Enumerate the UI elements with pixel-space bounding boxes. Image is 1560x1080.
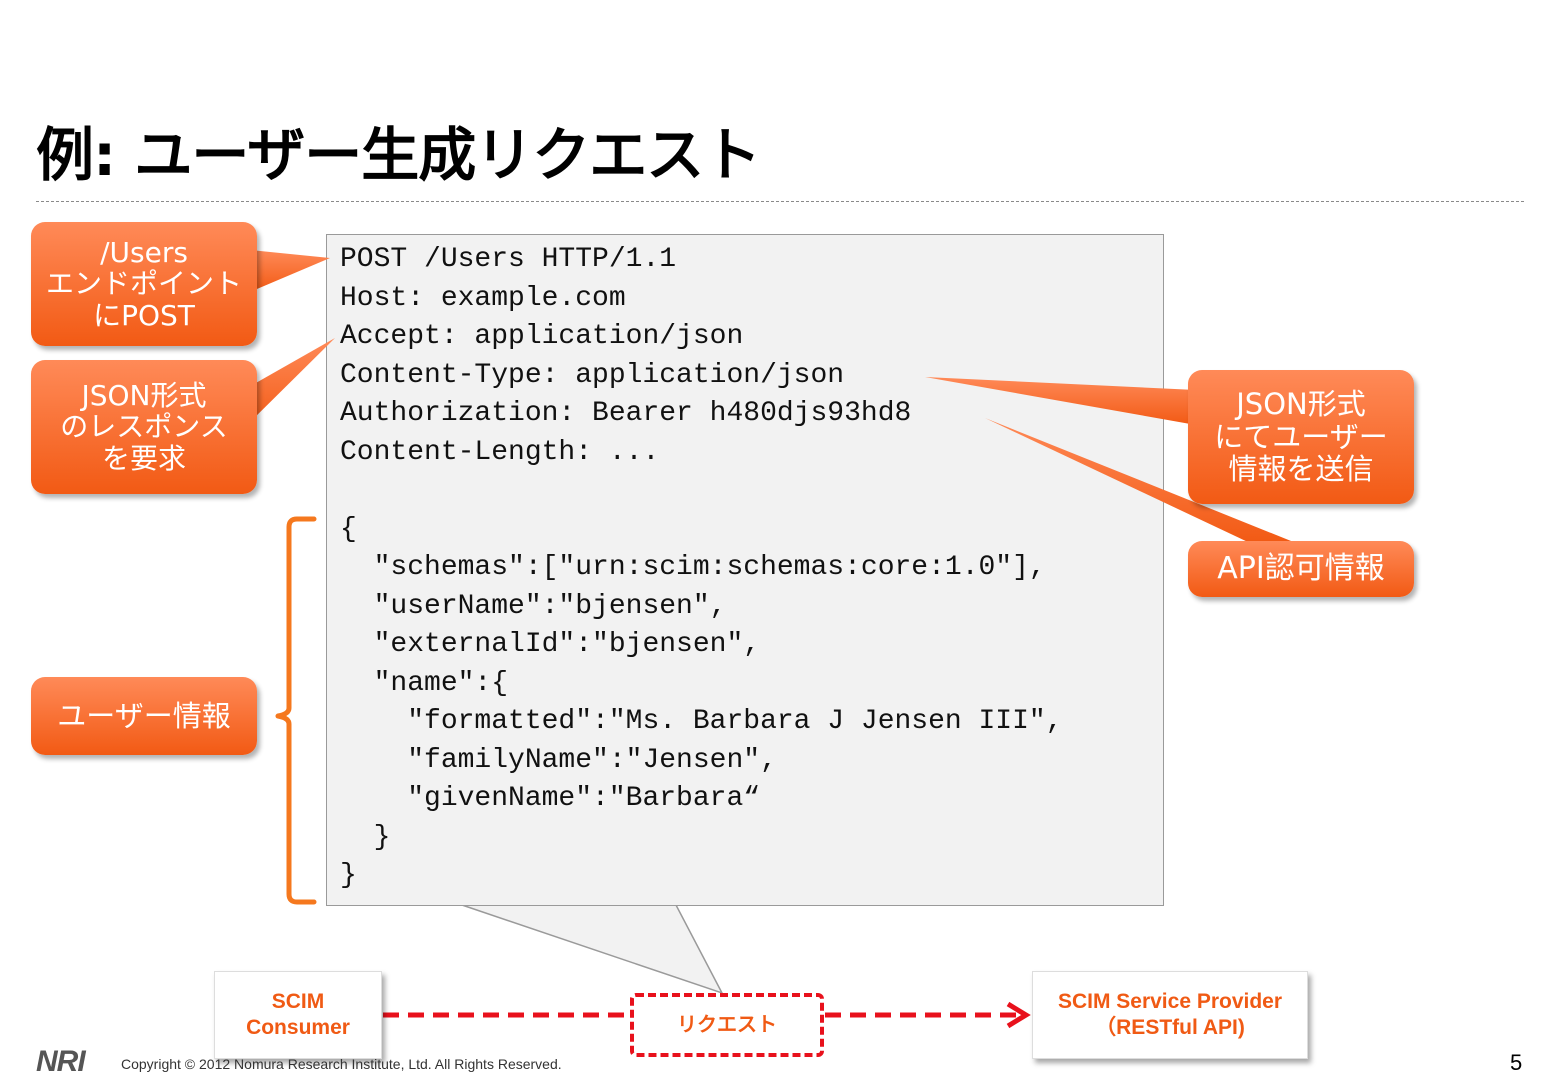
flow-arrowhead xyxy=(1006,1001,1031,1029)
code-line: Content-Type: application/json xyxy=(340,359,845,391)
code-line: } xyxy=(340,821,391,853)
flow-label: （RESTful API) xyxy=(1095,1016,1245,1039)
callout-json-response: JSON形式 のレスポンス を要求 xyxy=(31,360,257,494)
http-request-panel xyxy=(326,234,1164,906)
flow-label: Consumer xyxy=(246,1016,350,1039)
nri-logo: NRI xyxy=(36,1045,86,1078)
callout-line: JSON形式 xyxy=(81,378,207,412)
callout-line: API認可情報 xyxy=(1217,551,1385,587)
code-line: } xyxy=(340,860,357,891)
code-line: Accept: application/json xyxy=(340,321,744,352)
scim-service-provider-box: SCIM Service Provider （RESTful API) xyxy=(1032,971,1308,1059)
flow-label: SCIM Service Provider xyxy=(1057,989,1283,1013)
request-box: リクエスト xyxy=(630,993,824,1057)
slide-title: 例: ユーザー生成リクエスト xyxy=(36,121,761,189)
callout-line: /Users xyxy=(100,235,188,269)
flow-label: リクエスト xyxy=(677,1013,777,1036)
callout-line: 情報を送信 xyxy=(1228,452,1374,487)
pointer-users-endpoint xyxy=(250,250,330,292)
copyright-text: Copyright © 2012 Nomura Research Institu… xyxy=(121,1056,562,1072)
callout-users-endpoint: /Users エンドポイント にPOST xyxy=(31,222,257,346)
code-line: "externalId":"bjensen", xyxy=(340,629,761,660)
code-line: "formatted":"Ms. Barbara J Jensen III", xyxy=(340,706,1063,737)
code-line: Content-Length: ... xyxy=(340,436,660,468)
callout-line: ユーザー情報 xyxy=(57,698,231,733)
flow-label: SCIM xyxy=(271,989,325,1013)
title-divider xyxy=(36,201,1524,202)
pointer-json-send xyxy=(925,377,1196,425)
callout-json-send: JSON形式 にてユーザー 情報を送信 xyxy=(1188,370,1414,504)
user-info-bracket xyxy=(275,516,317,905)
pointer-json-response xyxy=(240,338,335,432)
code-line: Authorization: Bearer h480djs93hd8 xyxy=(340,398,912,429)
callout-line: JSON形式 xyxy=(1236,387,1366,422)
code-line: POST /Users HTTP/1.1 xyxy=(340,244,677,275)
code-line: "familyName":"Jensen", xyxy=(340,744,777,776)
callout-line: にPOST xyxy=(93,298,195,332)
callout-line: のレスポンス xyxy=(60,410,228,444)
callout-line: にてユーザー xyxy=(1214,419,1388,454)
code-line: "givenName":"Barbara“ xyxy=(340,783,761,814)
code-line: "schemas":["urn:scim:schemas:core:1.0"], xyxy=(340,552,1046,583)
pointer-api-auth xyxy=(985,418,1296,543)
callout-line: エンドポイント xyxy=(45,267,242,301)
callout-line: を要求 xyxy=(101,441,186,475)
callout-api-auth: API認可情報 xyxy=(1188,541,1414,597)
code-line: { xyxy=(340,513,357,545)
code-line: Host: example.com xyxy=(340,282,626,314)
scim-consumer-box: SCIM Consumer xyxy=(214,971,382,1059)
code-line: "name":{ xyxy=(340,667,509,699)
callout-user-info: ユーザー情報 xyxy=(31,677,257,755)
page-number: 5 xyxy=(1510,1050,1523,1075)
code-line: "userName":"bjensen", xyxy=(340,590,727,622)
